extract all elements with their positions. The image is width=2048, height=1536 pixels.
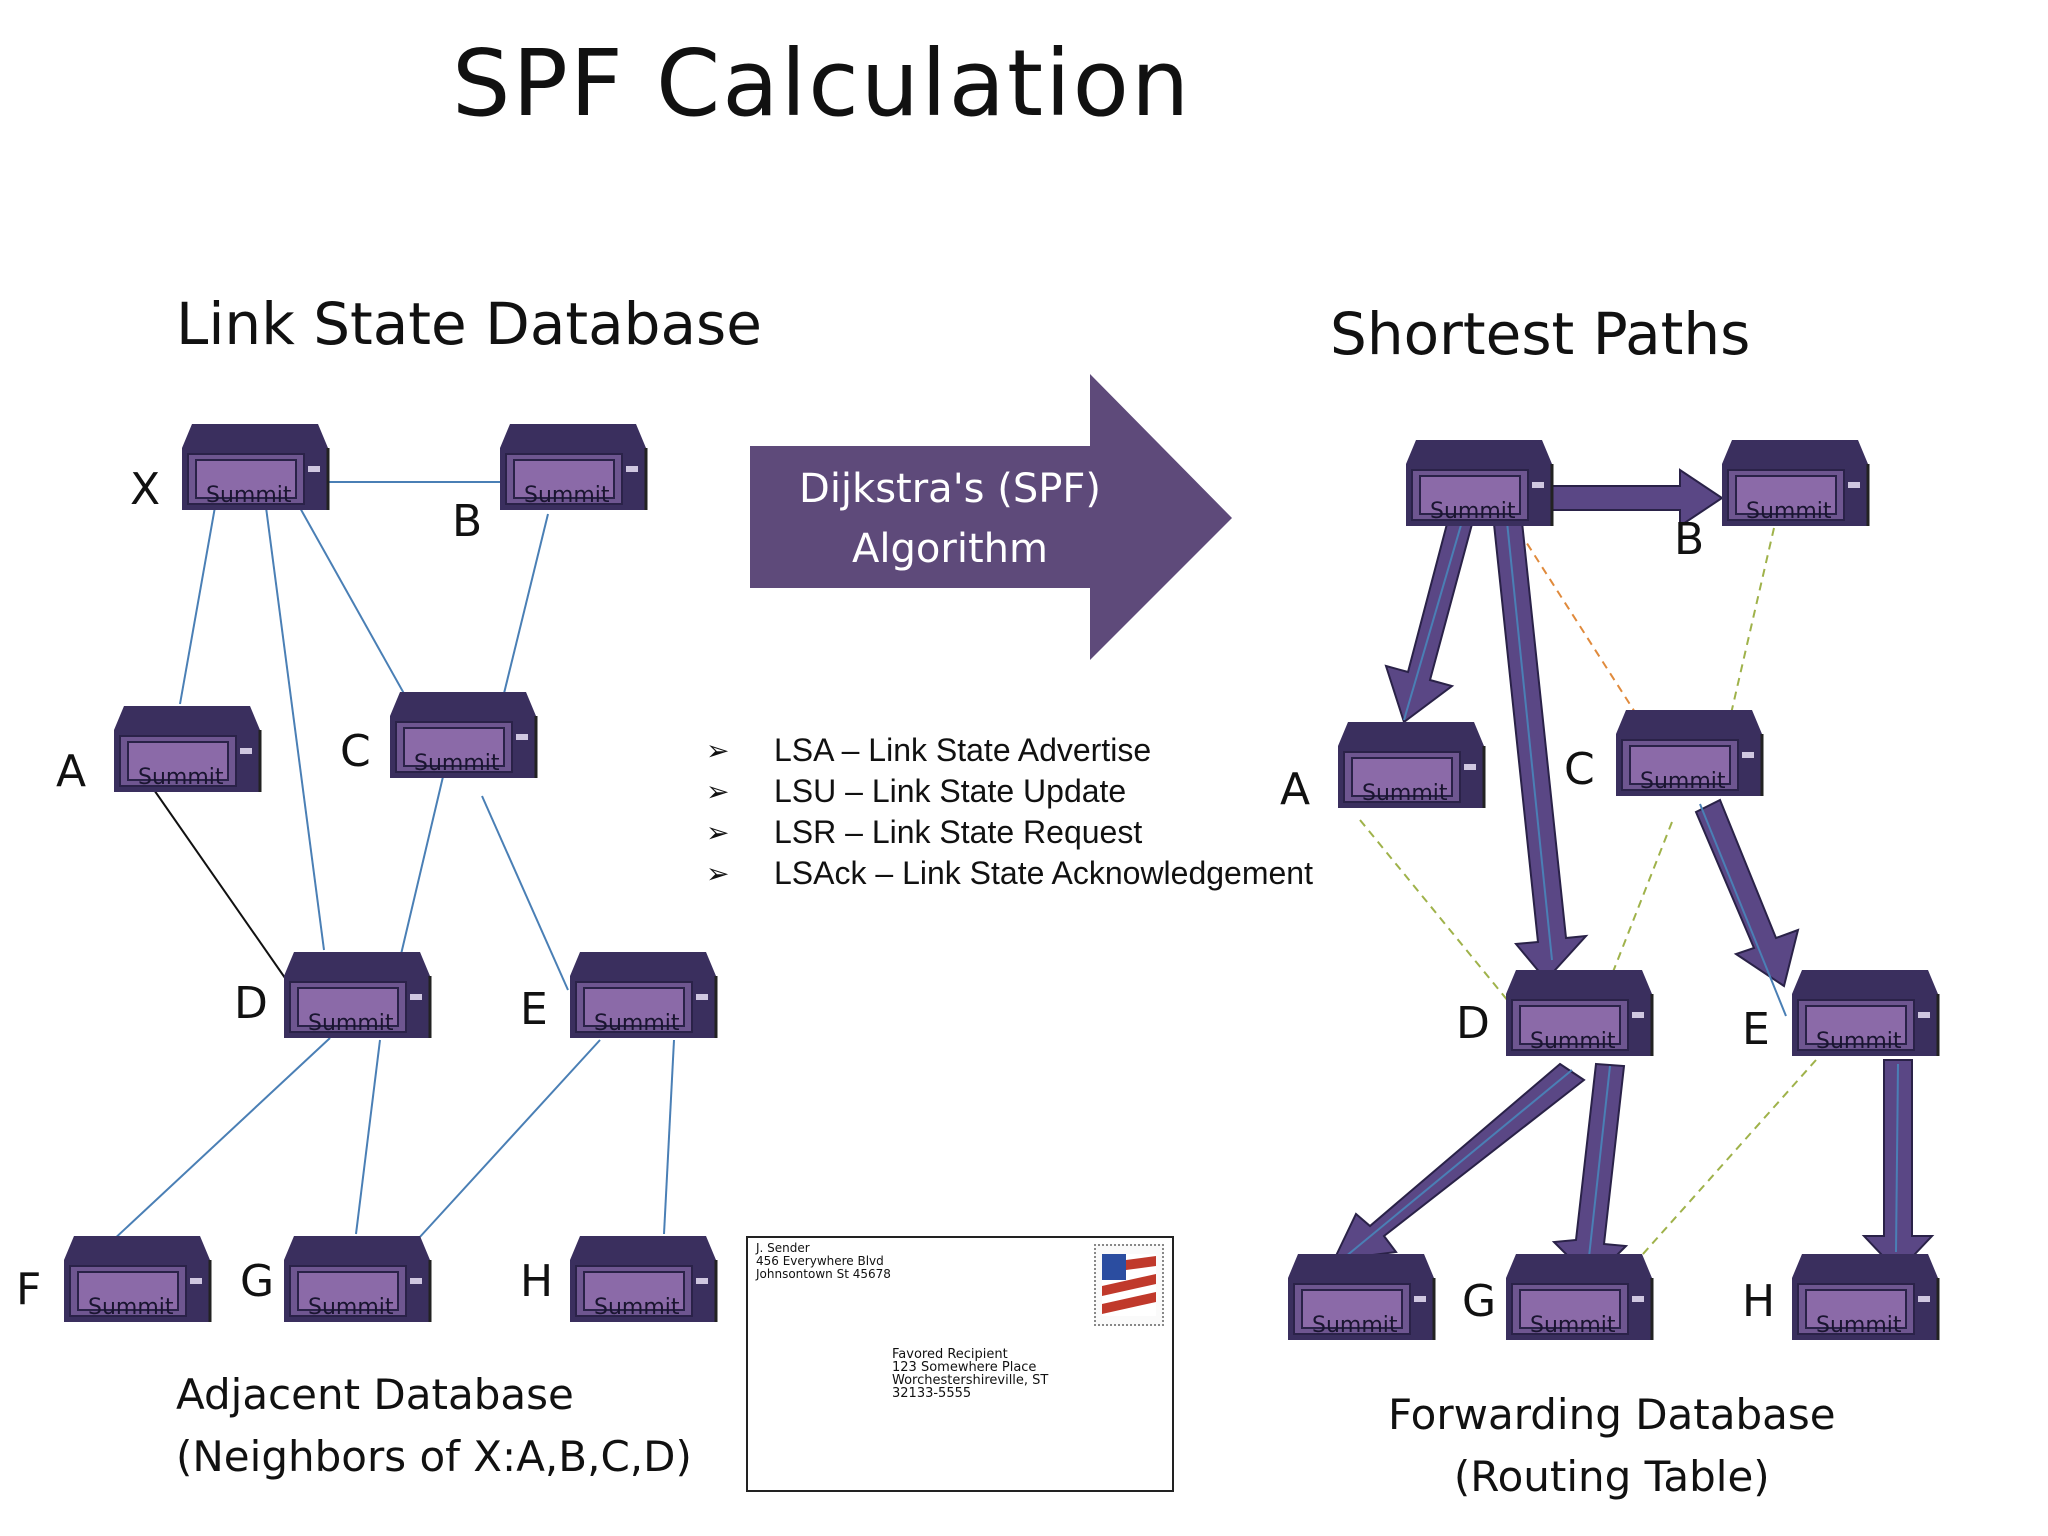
router-label: Summit xyxy=(1530,1029,1616,1054)
router-label: Summit xyxy=(1312,1313,1398,1338)
node-letter-h: H xyxy=(520,1256,553,1307)
sender-address: J. Sender 456 Everywhere Blvd Johnsontow… xyxy=(756,1242,891,1281)
router-label: Summit xyxy=(524,483,610,508)
router-label: Summit xyxy=(414,751,500,776)
list-item: ➢ LSR – Link State Request xyxy=(706,812,1313,853)
router-label: Summit xyxy=(594,1295,680,1320)
list-item: ➢ LSU – Link State Update xyxy=(706,771,1313,812)
node-letter-x: X xyxy=(130,464,160,515)
recipient-line: Favored Recipient xyxy=(892,1347,1008,1362)
left-caption-line2: (Neighbors of X:A,B,C,D) xyxy=(176,1432,692,1481)
arrow-line1: Dijkstra's (SPF) xyxy=(799,466,1101,512)
bullet-arrow-icon: ➢ xyxy=(706,776,730,807)
bullet-text: LSA – Link State Advertise xyxy=(774,732,1152,768)
left-node-letters: X B A C D E F G H xyxy=(16,464,553,1315)
bullet-text: LSAck – Link State Acknowledgement xyxy=(774,855,1313,891)
router-label: Summit xyxy=(1640,769,1726,794)
stamp-icon xyxy=(1094,1244,1164,1326)
router-label: Summit xyxy=(1746,499,1832,524)
node-letter-h-sp: H xyxy=(1742,1276,1775,1327)
right-caption: Forwarding Database (Routing Table) xyxy=(1388,1384,1836,1508)
right-caption-line2: (Routing Table) xyxy=(1453,1452,1770,1501)
protocol-list: ➢ LSA – Link State Advertise ➢ LSU – Link … xyxy=(706,730,1313,894)
router-label: Summit xyxy=(308,1011,394,1036)
recipient-line: Worchestershireville, ST xyxy=(892,1373,1049,1388)
node-letter-c-sp: C xyxy=(1564,744,1595,795)
list-item: ➢ LSAck – Link State Acknowledgement xyxy=(706,853,1313,894)
bullet-text: LSU – Link State Update xyxy=(774,773,1127,809)
left-heading: Link State Database xyxy=(176,290,762,358)
router-label: Summit xyxy=(138,765,224,790)
node-letter-b: B xyxy=(452,496,482,547)
left-links xyxy=(95,481,675,1257)
node-letter-b-sp: B xyxy=(1674,514,1704,565)
right-caption-line1: Forwarding Database xyxy=(1388,1390,1836,1439)
dijkstra-arrow: Dijkstra's (SPF) Algorithm xyxy=(750,374,1232,660)
router-label: Summit xyxy=(88,1295,174,1320)
right-node-letters: B A C D E G H xyxy=(1280,514,1775,1327)
node-letter-e: E xyxy=(520,984,548,1035)
node-letter-c: C xyxy=(340,726,371,777)
router-label: Summit xyxy=(1430,499,1516,524)
link-a-d xyxy=(135,763,293,989)
sender-line: 456 Everywhere Blvd xyxy=(756,1254,884,1268)
node-letter-a-sp: A xyxy=(1280,764,1310,815)
node-letter-e-sp: E xyxy=(1742,1004,1770,1055)
bullet-arrow-icon: ➢ xyxy=(706,858,730,889)
recipient-line: 123 Somewhere Place xyxy=(892,1360,1037,1375)
right-routers xyxy=(1286,438,1940,1342)
router-label: Summit xyxy=(1530,1313,1616,1338)
node-letter-f: F xyxy=(16,1264,41,1315)
router-labels: Summit Summit Summit Summit Summit Summi… xyxy=(88,483,1902,1338)
router-label: Summit xyxy=(308,1295,394,1320)
router-label: Summit xyxy=(206,483,292,508)
left-caption: Adjacent Database (Neighbors of X:A,B,C,… xyxy=(176,1364,692,1488)
bullet-text: LSR – Link State Request xyxy=(774,814,1143,850)
sender-line: J. Sender xyxy=(756,1241,810,1255)
node-letter-d-sp: D xyxy=(1456,998,1490,1049)
right-thin-links xyxy=(1321,507,1899,1277)
node-letter-g-sp: G xyxy=(1462,1276,1496,1327)
arrow-line2: Algorithm xyxy=(852,526,1048,572)
left-caption-line1: Adjacent Database xyxy=(176,1370,574,1419)
shortest-path-arrows xyxy=(1332,468,1935,1282)
node-letter-g: G xyxy=(240,1256,274,1307)
recipient-line: 32133-5555 xyxy=(892,1386,972,1401)
right-heading: Shortest Paths xyxy=(1330,300,1751,368)
recipient-address: Favored Recipient 123 Somewhere Place Wo… xyxy=(892,1348,1048,1400)
bullet-arrow-icon: ➢ xyxy=(706,817,730,848)
router-label: Summit xyxy=(1816,1313,1902,1338)
list-item: ➢ LSA – Link State Advertise xyxy=(706,730,1313,771)
bullet-arrow-icon: ➢ xyxy=(706,735,730,766)
node-letter-a: A xyxy=(56,746,86,797)
envelope: J. Sender 456 Everywhere Blvd Johnsontow… xyxy=(746,1236,1174,1492)
router-label: Summit xyxy=(1362,781,1448,806)
sender-line: Johnsontown St 45678 xyxy=(756,1267,891,1281)
left-routers xyxy=(62,422,718,1324)
router-label: Summit xyxy=(594,1011,680,1036)
page-title: SPF Calculation xyxy=(452,30,1192,137)
router-label: Summit xyxy=(1816,1029,1902,1054)
node-letter-d: D xyxy=(234,978,268,1029)
